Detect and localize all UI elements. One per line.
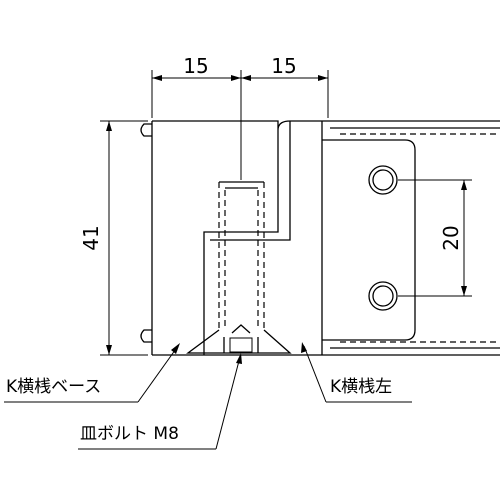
label-left-part: K横桟左 — [330, 377, 392, 397]
left-dimension: 41 — [79, 120, 148, 356]
right-dimension: 20 — [398, 179, 472, 297]
bolt — [186, 181, 292, 354]
dim-height-left: 41 — [79, 225, 103, 250]
lower-hole — [368, 281, 398, 311]
top-dimension: 15 15 — [151, 54, 329, 118]
leader-left-part: K横桟左 — [301, 342, 412, 403]
right-plate — [321, 121, 416, 355]
rail — [322, 120, 500, 356]
dim-top-left: 15 — [183, 54, 208, 78]
dim-height-right: 20 — [439, 225, 463, 250]
label-bolt: 皿ボルト M8 — [80, 424, 179, 444]
leader-bolt: 皿ボルト M8 — [78, 353, 242, 450]
label-base: K横桟ベース — [6, 377, 101, 397]
upper-hole — [368, 165, 398, 195]
dim-top-right: 15 — [271, 54, 296, 78]
base-block — [140, 120, 322, 356]
leader-base: K横桟ベース — [4, 343, 180, 403]
